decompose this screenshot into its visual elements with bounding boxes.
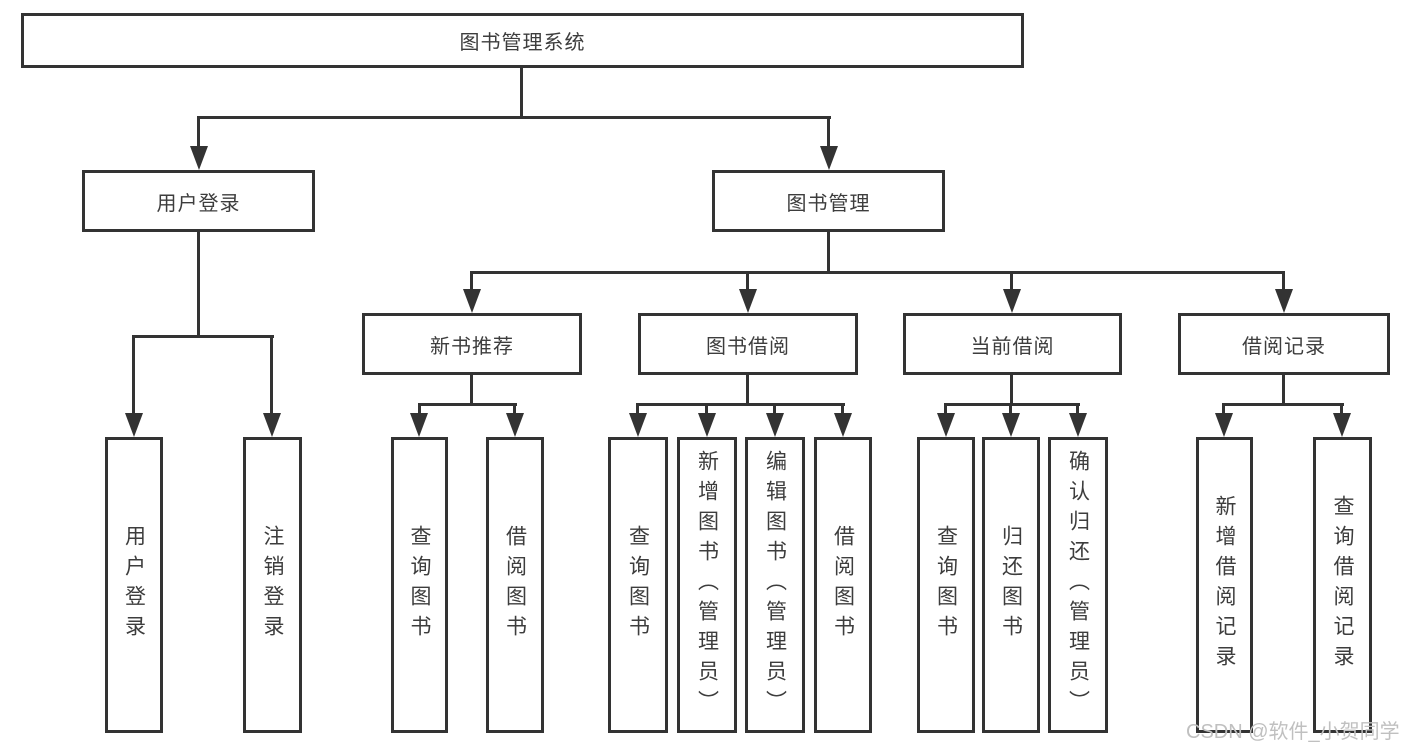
connector-level3-stub [1282, 271, 1285, 293]
leaf-add-borrow-record: 新增借阅记录 [1196, 437, 1253, 733]
arrow-down-icon [1003, 289, 1021, 313]
leaf-borrow-books: 借阅图书 [814, 437, 872, 733]
connector-book-borrow-stem [746, 373, 749, 406]
leaf-label: 借阅图书 [831, 525, 855, 645]
connector-level3-bar [470, 271, 1285, 274]
arrow-down-icon [766, 413, 784, 437]
connector-current-borrow-bar [944, 403, 1080, 406]
leaf-label: 归还图书 [999, 525, 1023, 645]
arrow-down-icon [1333, 413, 1351, 437]
connector-user-login-stem [197, 231, 200, 338]
connector-user-login-bar [133, 335, 274, 338]
connector-leaf-stub [841, 403, 844, 415]
leaf-label: 查询图书 [626, 525, 650, 645]
arrow-down-icon [820, 146, 838, 170]
connector-leaf-stub [705, 403, 708, 415]
leaf-label: 新增借阅记录 [1213, 495, 1236, 675]
leaf-label: 编辑图书（管理员） [763, 450, 787, 720]
node-root-library-system: 图书管理系统 [21, 13, 1024, 68]
connector-leaf-stub [636, 403, 639, 415]
arrow-down-icon [834, 413, 852, 437]
connector-borrow-records-bar [1222, 403, 1344, 406]
leaf-label: 查询借阅记录 [1331, 495, 1354, 675]
connector-leaf-stub [132, 335, 135, 415]
leaf-borrow-books-recommend: 借阅图书 [486, 437, 544, 733]
connector-borrow-records-stem [1282, 373, 1285, 406]
connector-book-mgmt-stub [827, 116, 830, 148]
connector-leaf-stub [1076, 403, 1079, 415]
arrow-down-icon [739, 289, 757, 313]
connector-leaf-stub [1340, 403, 1343, 415]
connector-root-stem [520, 65, 523, 119]
leaf-label: 新增图书（管理员） [695, 450, 719, 720]
arrow-down-icon [937, 413, 955, 437]
connector-level2-bar [197, 116, 831, 119]
leaf-query-books-current: 查询图书 [917, 437, 975, 733]
connector-level3-stub [1010, 271, 1013, 293]
connector-level3-stub [746, 271, 749, 293]
leaf-query-books-borrow: 查询图书 [608, 437, 668, 733]
leaf-user-login: 用户登录 [105, 437, 163, 733]
arrow-down-icon [698, 413, 716, 437]
connector-user-login-stub [197, 116, 200, 148]
leaf-label: 用户登录 [122, 525, 146, 645]
arrow-down-icon [1275, 289, 1293, 313]
connector-leaf-stub [1009, 403, 1012, 415]
node-current-borrow: 当前借阅 [903, 313, 1122, 375]
node-borrow-records: 借阅记录 [1178, 313, 1390, 375]
arrow-down-icon [463, 289, 481, 313]
connector-leaf-stub [513, 403, 516, 415]
arrow-down-icon [125, 413, 143, 437]
leaf-confirm-return-admin: 确认归还（管理员） [1048, 437, 1108, 733]
leaf-query-borrow-record: 查询借阅记录 [1313, 437, 1372, 733]
connector-leaf-stub [418, 403, 421, 415]
arrow-down-icon [1215, 413, 1233, 437]
leaf-return-books: 归还图书 [982, 437, 1040, 733]
leaf-logout: 注销登录 [243, 437, 302, 733]
leaf-label: 查询图书 [934, 525, 958, 645]
connector-new-book-stem [470, 373, 473, 406]
leaf-label: 借阅图书 [503, 525, 527, 645]
connector-book-borrow-bar [636, 403, 845, 406]
leaf-label: 查询图书 [408, 525, 431, 645]
connector-leaf-stub [1222, 403, 1225, 415]
arrow-down-icon [263, 413, 281, 437]
arrow-down-icon [1002, 413, 1020, 437]
arrow-down-icon [629, 413, 647, 437]
arrow-down-icon [410, 413, 428, 437]
arrow-down-icon [190, 146, 208, 170]
leaf-label: 确认归还（管理员） [1066, 450, 1090, 720]
connector-leaf-stub [270, 335, 273, 415]
node-user-login: 用户登录 [82, 170, 315, 232]
connector-new-book-bar [418, 403, 517, 406]
connector-leaf-stub [773, 403, 776, 415]
connector-leaf-stub [944, 403, 947, 415]
csdn-watermark: CSDN @软件_小贺同学 [1186, 721, 1400, 743]
leaf-label: 注销登录 [261, 525, 284, 645]
arrow-down-icon [1069, 413, 1087, 437]
connector-book-mgmt-stem [827, 231, 830, 274]
node-book-management: 图书管理 [712, 170, 945, 232]
connector-level3-stub [470, 271, 473, 293]
arrow-down-icon [506, 413, 524, 437]
leaf-edit-books-admin: 编辑图书（管理员） [745, 437, 805, 733]
connector-current-borrow-stem [1010, 373, 1013, 406]
leaf-add-books-admin: 新增图书（管理员） [677, 437, 737, 733]
node-book-borrow: 图书借阅 [638, 313, 858, 375]
leaf-query-books-recommend: 查询图书 [391, 437, 448, 733]
node-new-book-recommend: 新书推荐 [362, 313, 582, 375]
